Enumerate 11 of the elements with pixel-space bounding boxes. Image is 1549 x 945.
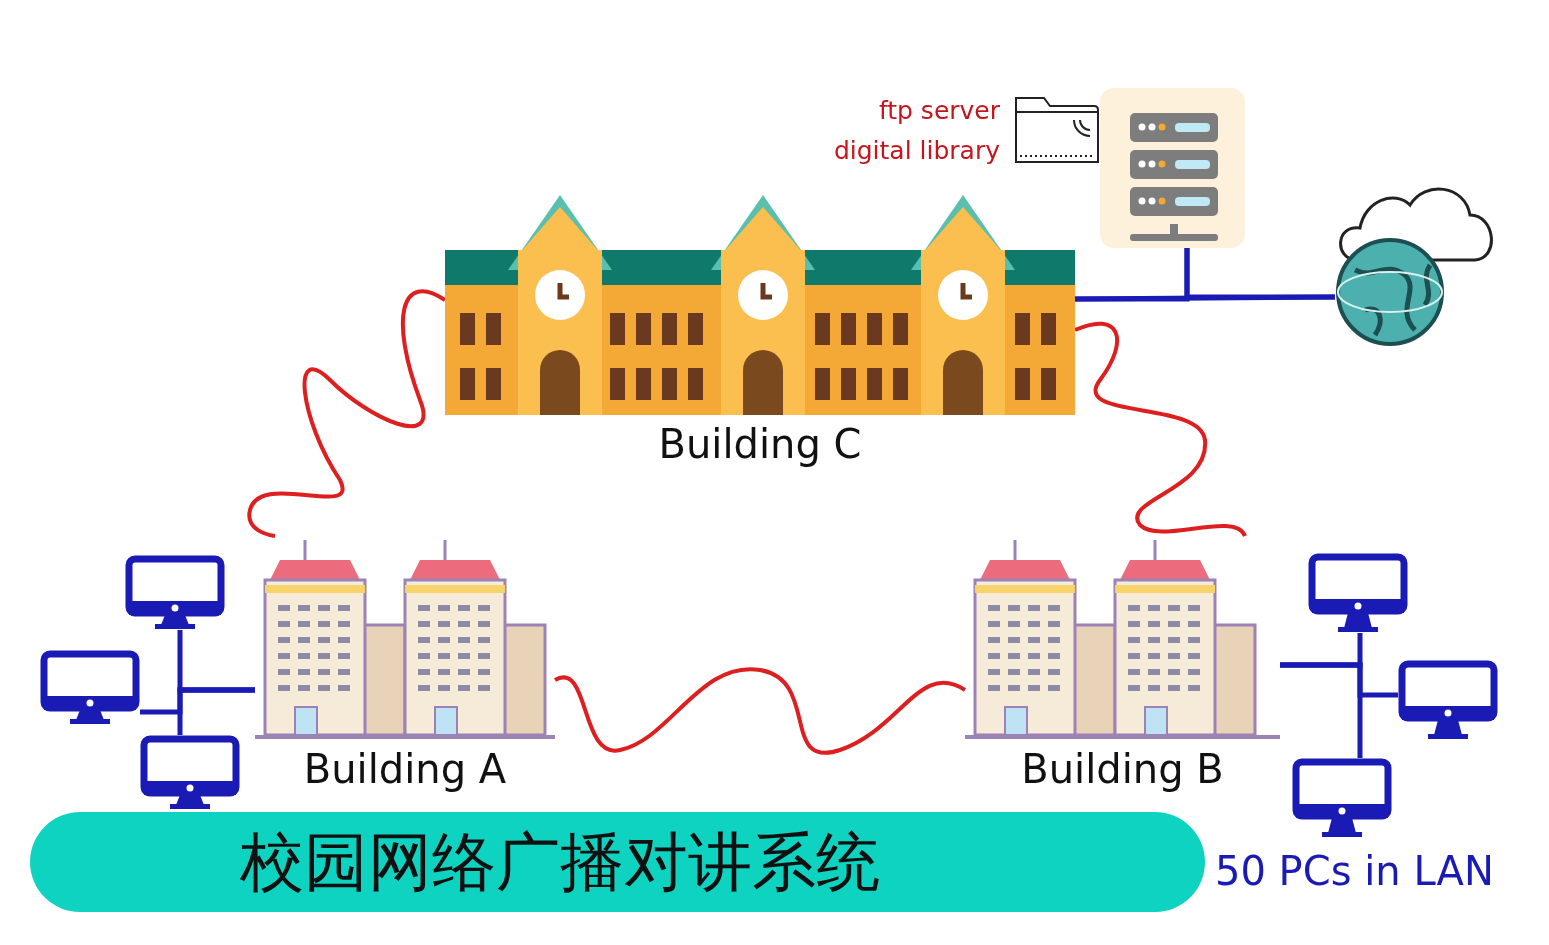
network-line [1280,662,1363,758]
server-caption: ftp server [878,96,1000,125]
server-caption: digital library [833,136,1000,165]
network-line [1184,248,1335,300]
pc-count-label: 50 PCs in LAN [1215,848,1494,894]
title: 校园网络广播对讲系统 [240,826,880,898]
cable-line [1074,321,1247,538]
network-line [177,687,255,735]
building-label: Building B [1021,746,1224,792]
building-label: Building C [658,421,862,467]
building-label: Building A [303,746,507,792]
